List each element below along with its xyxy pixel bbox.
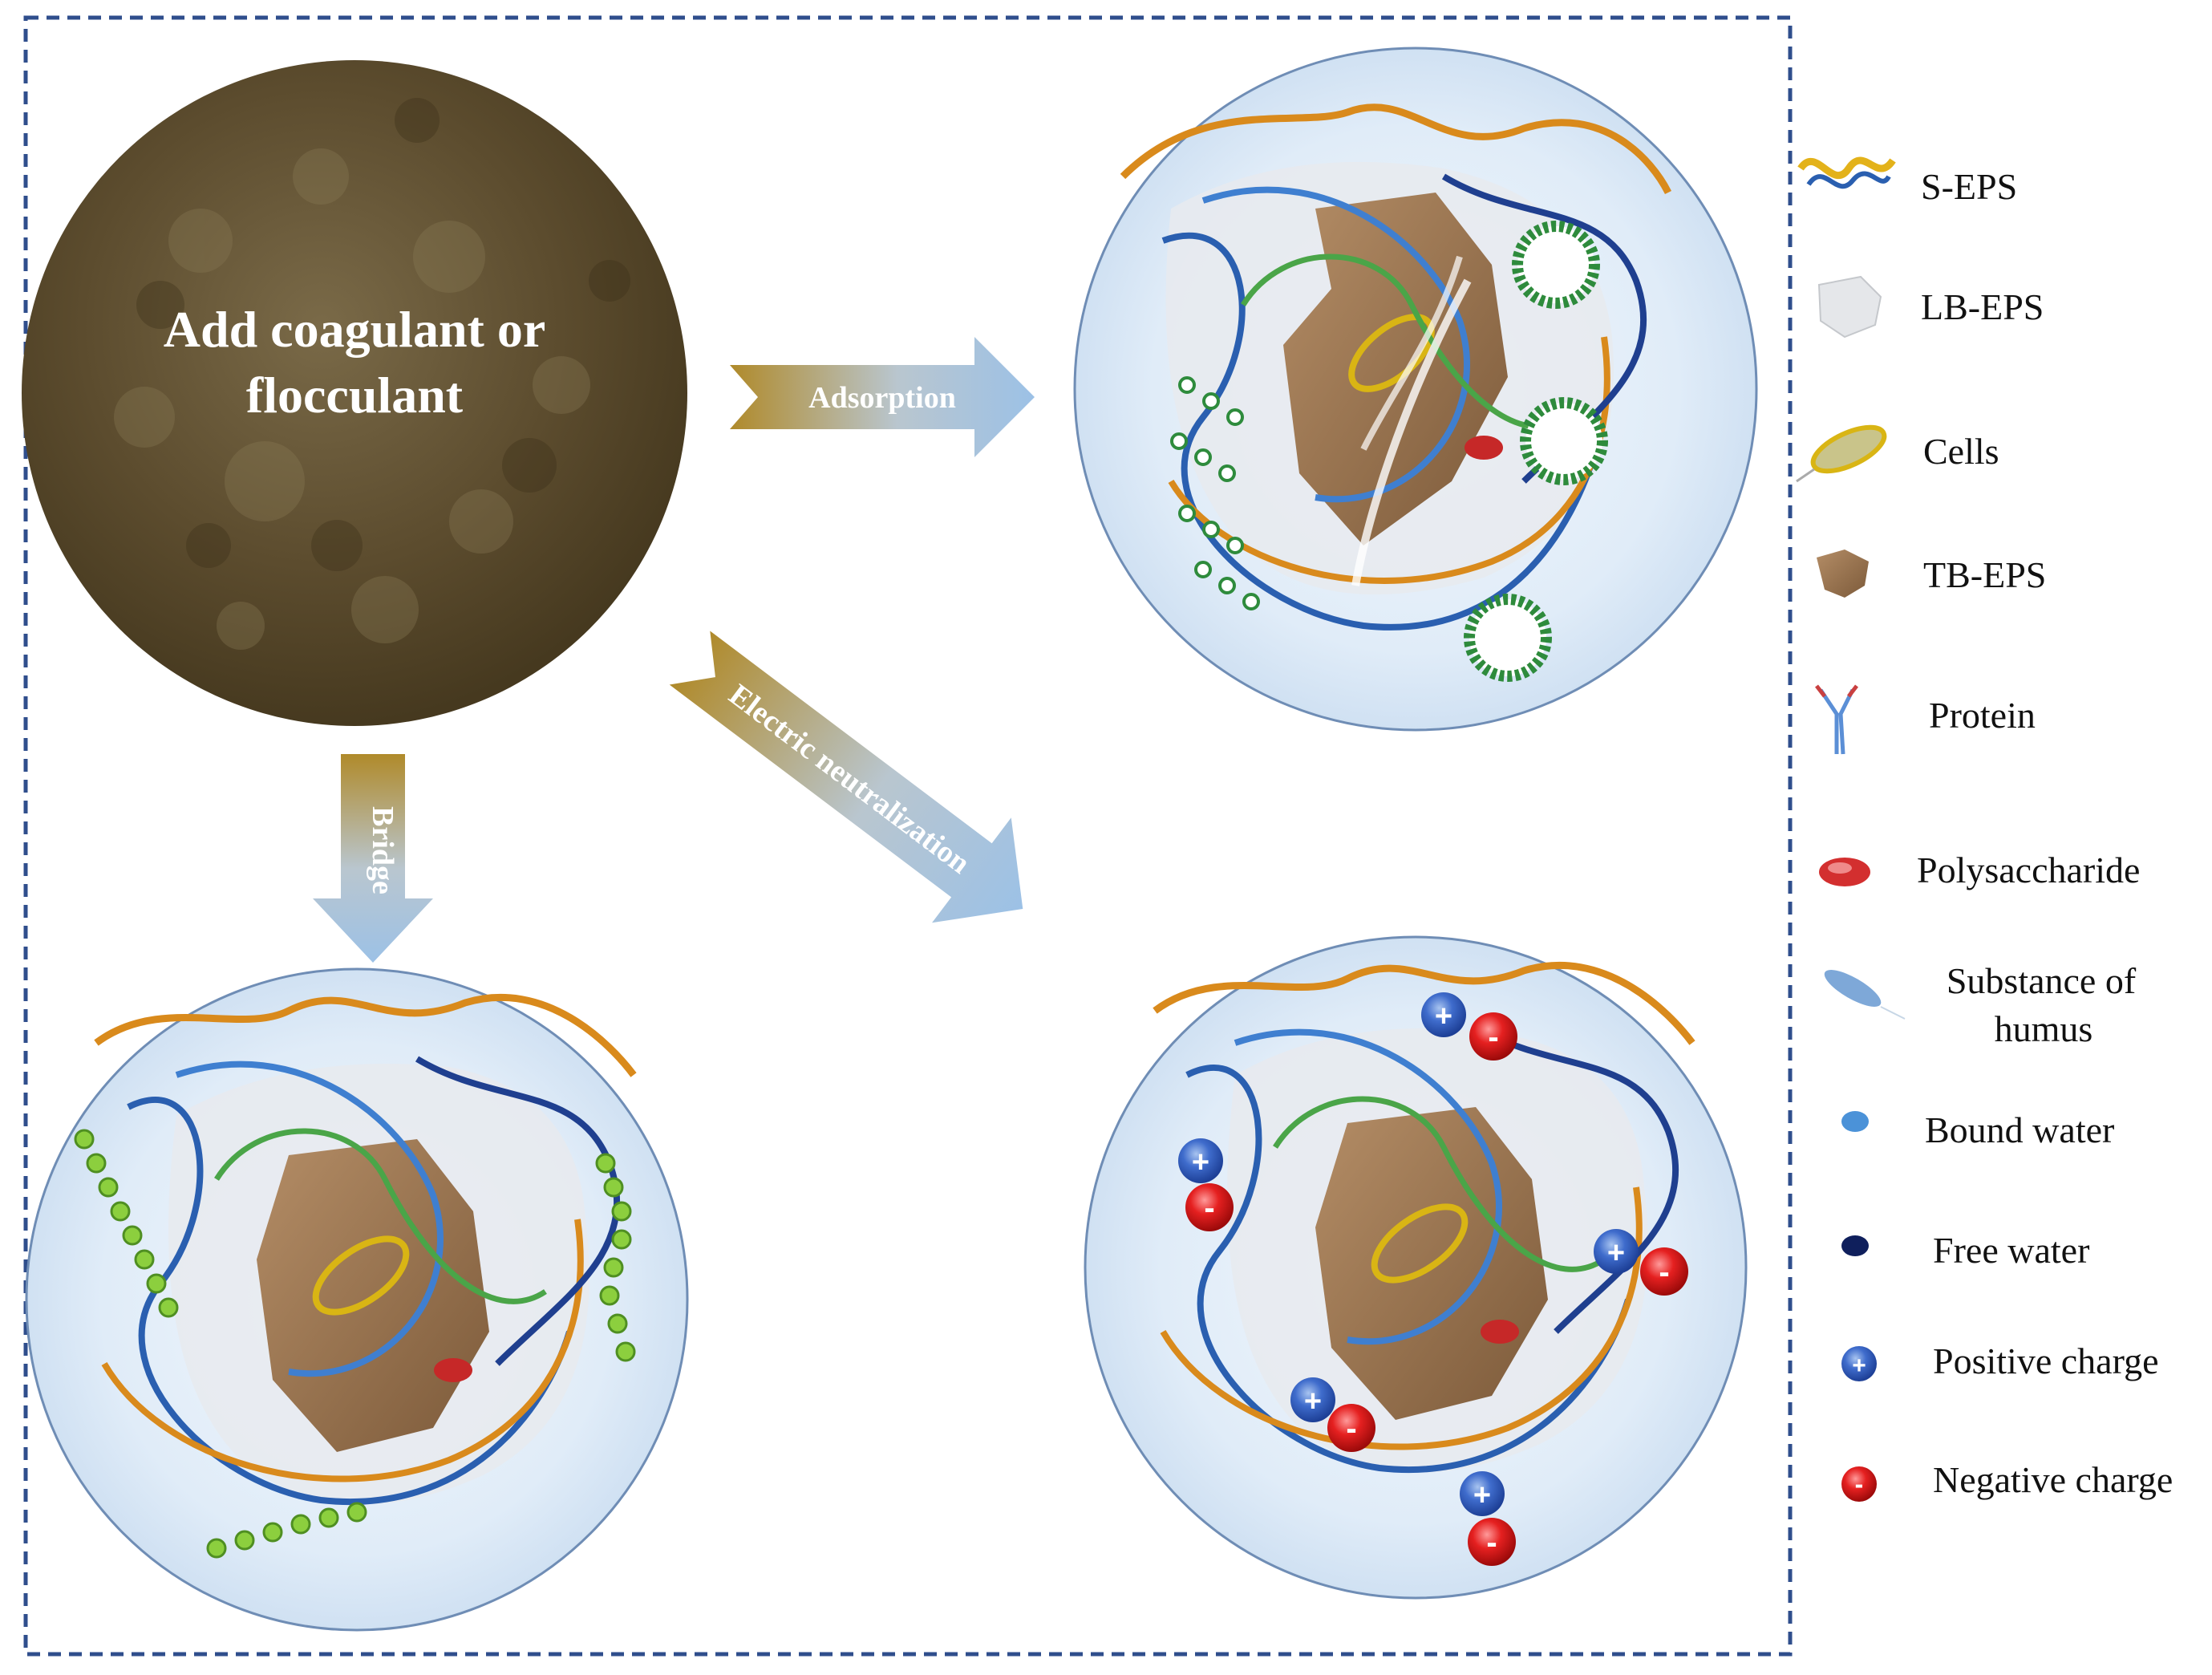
svg-text:+: + xyxy=(1192,1146,1209,1179)
legend-label-humus-1: Substance of xyxy=(1947,960,2137,1001)
positive-charge-icon xyxy=(1841,1346,1877,1381)
bound-water-icon xyxy=(1841,1111,1869,1132)
charge-pair-right: + - xyxy=(1594,1229,1688,1296)
free-water-icon xyxy=(1841,1235,1869,1256)
sludge-sample: Add coagulant or flocculant xyxy=(22,60,687,726)
legend: S-EPS LB-EPS Cells TB-EPS Protein xyxy=(1796,156,2173,1502)
svg-text:+: + xyxy=(1473,1478,1491,1512)
svg-text:-: - xyxy=(1204,1190,1214,1226)
legend-item-humus: Substance of humus xyxy=(1824,960,2137,1049)
negative-charge-icon xyxy=(1841,1466,1877,1502)
svg-text:+: + xyxy=(1852,1353,1866,1379)
legend-label-cells: Cells xyxy=(1923,431,1999,472)
electric-neutralization-arrow: Electric neutralization xyxy=(669,631,1023,923)
legend-item-protein: Protein xyxy=(1815,684,2036,755)
negative-charge-icon xyxy=(1185,1183,1234,1231)
adsorption-arrow: Adsorption xyxy=(730,337,1035,457)
legend-label-lb-eps: LB-EPS xyxy=(1921,286,2044,327)
bridge-arrow: Bridge xyxy=(313,754,433,963)
legend-label-polysaccharide: Polysaccharide xyxy=(1917,850,2140,890)
charge-pair-top: + - xyxy=(1421,992,1517,1061)
svg-text:-: - xyxy=(1488,1020,1498,1055)
svg-text:+: + xyxy=(1435,1000,1452,1033)
cell xyxy=(312,1235,410,1316)
legend-item-free-water: Free water xyxy=(1841,1230,2089,1271)
legend-label-negative: Negative charge xyxy=(1933,1459,2173,1500)
polysaccharide xyxy=(434,1358,472,1382)
legend-label-s-eps: S-EPS xyxy=(1921,166,2017,207)
negative-charge-icon xyxy=(1469,1012,1517,1061)
tb-eps-icon xyxy=(1817,550,1869,598)
charge-pair-bottom: + - xyxy=(1460,1471,1516,1566)
polymer-bridge-chains xyxy=(74,1129,636,1559)
lb-eps-icon xyxy=(1817,275,1882,339)
svg-text:-: - xyxy=(1346,1411,1356,1446)
positive-charge-icon xyxy=(1594,1229,1639,1274)
polysaccharide xyxy=(1481,1320,1519,1344)
floc-bridge xyxy=(25,967,689,1632)
legend-item-positive: + Positive charge xyxy=(1841,1340,2158,1381)
svg-text:-: - xyxy=(1659,1255,1669,1290)
sludge-label-line2: flocculant xyxy=(246,367,464,424)
svg-text:+: + xyxy=(1607,1236,1625,1270)
protein-icon xyxy=(1815,684,1858,755)
floc-electric-neutralization xyxy=(1084,935,1748,1600)
bound-coagulant-chains xyxy=(1170,376,1260,610)
bridge-label: Bridge xyxy=(366,806,399,894)
legend-item-polysaccharide: Polysaccharide xyxy=(1819,850,2140,890)
positive-charge-icon xyxy=(1178,1138,1223,1183)
svg-text:-: - xyxy=(1486,1525,1497,1560)
svg-text:-: - xyxy=(1855,1470,1864,1499)
legend-item-lb-eps: LB-EPS xyxy=(1817,275,2044,339)
charge-pairs: + - + - + - + - + - xyxy=(1178,992,1688,1566)
legend-label-protein: Protein xyxy=(1929,695,2036,736)
positive-charge-icon xyxy=(1460,1471,1505,1516)
s-eps-icon xyxy=(1797,156,1896,179)
legend-label-humus-2: humus xyxy=(1995,1008,2093,1049)
positive-charge-icon xyxy=(1421,992,1466,1037)
negative-charge-icon xyxy=(1640,1247,1688,1296)
polysaccharide xyxy=(1465,436,1503,460)
legend-label-bound-water: Bound water xyxy=(1925,1109,2114,1150)
negative-charge-icon xyxy=(1468,1518,1516,1566)
floc-adsorption xyxy=(1073,47,1758,732)
legend-label-positive: Positive charge xyxy=(1933,1340,2158,1381)
charge-pair-lower-left: + - xyxy=(1290,1377,1375,1452)
legend-label-free-water: Free water xyxy=(1933,1230,2089,1271)
dashed-frame xyxy=(23,15,1793,1657)
cell xyxy=(1371,1203,1469,1284)
positive-charge-icon xyxy=(1290,1377,1335,1422)
sludge-label-line1: Add coagulant or xyxy=(164,301,546,358)
legend-item-cells: Cells xyxy=(1796,424,1999,483)
charge-pair-left: + - xyxy=(1178,1138,1234,1231)
legend-item-tb-eps: TB-EPS xyxy=(1817,550,2046,598)
legend-item-s-eps: S-EPS xyxy=(1797,156,2017,207)
electric-neutralization-label: Electric neutralization xyxy=(723,678,976,881)
legend-item-bound-water: Bound water xyxy=(1841,1109,2114,1150)
humus-icon xyxy=(1824,970,1882,1007)
legend-label-tb-eps: TB-EPS xyxy=(1923,554,2046,595)
legend-item-negative: - Negative charge xyxy=(1841,1459,2173,1502)
cell-icon xyxy=(1810,424,1887,474)
adsorption-label: Adsorption xyxy=(808,381,956,415)
negative-charge-icon xyxy=(1327,1404,1375,1452)
svg-text:+: + xyxy=(1304,1385,1322,1418)
coagulant-particles xyxy=(1464,221,1608,682)
